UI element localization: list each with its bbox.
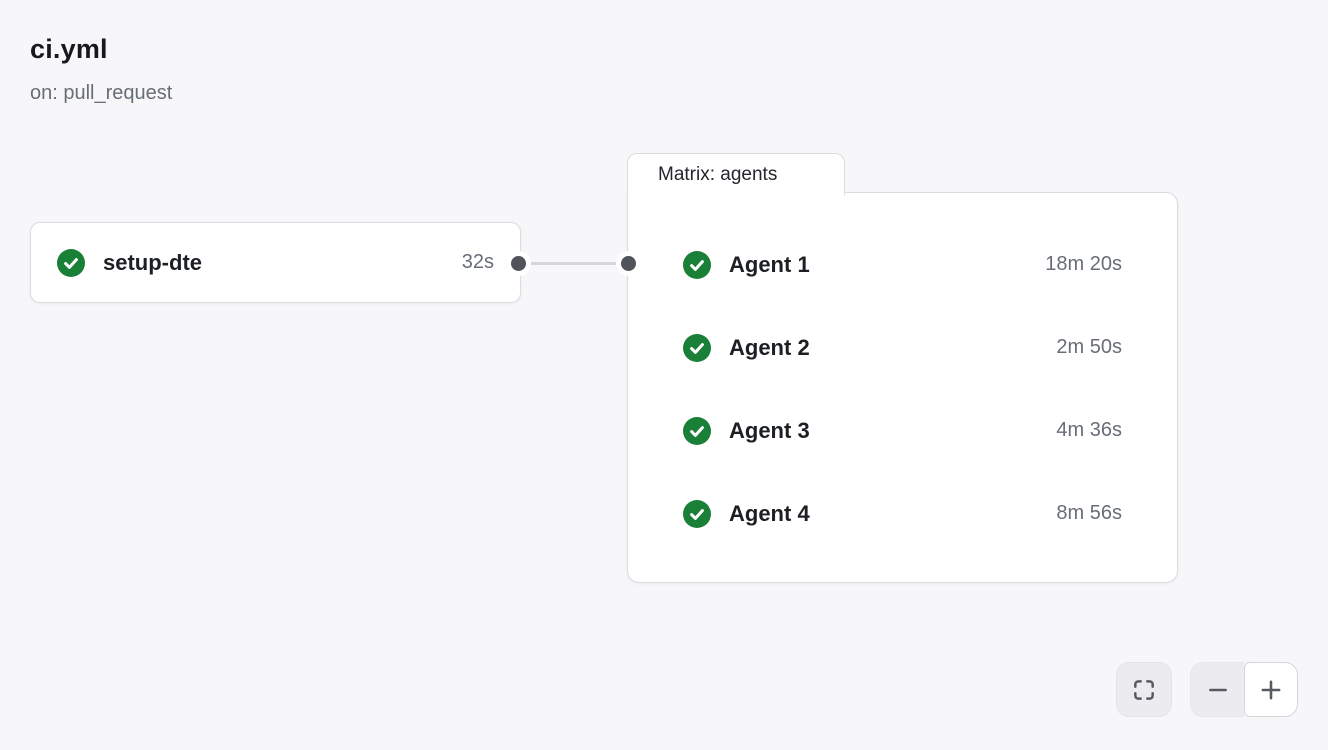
job-name: Agent 3 (729, 417, 810, 443)
job-name: Agent 1 (729, 251, 810, 277)
workflow-title: ci.yml (30, 34, 108, 64)
fit-view-brackets-icon (1134, 679, 1154, 700)
edge-target-dot (621, 256, 636, 271)
job-duration: 8m 56s (1056, 502, 1122, 524)
job-name: Agent 2 (729, 334, 810, 360)
zoom-controls (1190, 662, 1298, 717)
job-node-agent-3[interactable]: Agent 3 4m 36s (683, 389, 1122, 472)
check-circle-icon (683, 416, 711, 445)
job-node-agent-2[interactable]: Agent 2 2m 50s (683, 306, 1122, 389)
minus-icon (1208, 688, 1227, 691)
fit-view-button[interactable] (1116, 662, 1172, 717)
job-duration: 4m 36s (1056, 419, 1122, 441)
zoom-out-button[interactable] (1190, 662, 1244, 717)
check-circle-icon (683, 499, 711, 528)
job-name: setup-dte (103, 249, 202, 275)
job-node-agent-4[interactable]: Agent 4 8m 56s (683, 472, 1122, 555)
edge-connector-line (519, 262, 629, 265)
job-duration: 18m 20s (1045, 253, 1122, 275)
job-duration: 2m 50s (1056, 336, 1122, 358)
job-duration: 32s (461, 251, 494, 273)
edge-source-dot (511, 256, 526, 271)
zoom-in-button[interactable] (1244, 662, 1298, 717)
job-node-setup-dte[interactable]: setup-dte 32s (30, 222, 521, 303)
matrix-group-label: Matrix: agents (658, 163, 778, 185)
matrix-group-tab[interactable]: Matrix: agents (627, 153, 845, 195)
workflow-trigger: on: pull_request (30, 82, 173, 104)
check-circle-icon (57, 248, 85, 277)
plus-icon (1261, 680, 1281, 699)
check-circle-icon (683, 333, 711, 362)
matrix-group-panel: Agent 1 18m 20s Agent 2 2m 50s Agent 3 4… (627, 192, 1178, 583)
check-circle-icon (683, 250, 711, 279)
job-name: Agent 4 (729, 500, 810, 526)
job-node-agent-1[interactable]: Agent 1 18m 20s (683, 223, 1122, 306)
